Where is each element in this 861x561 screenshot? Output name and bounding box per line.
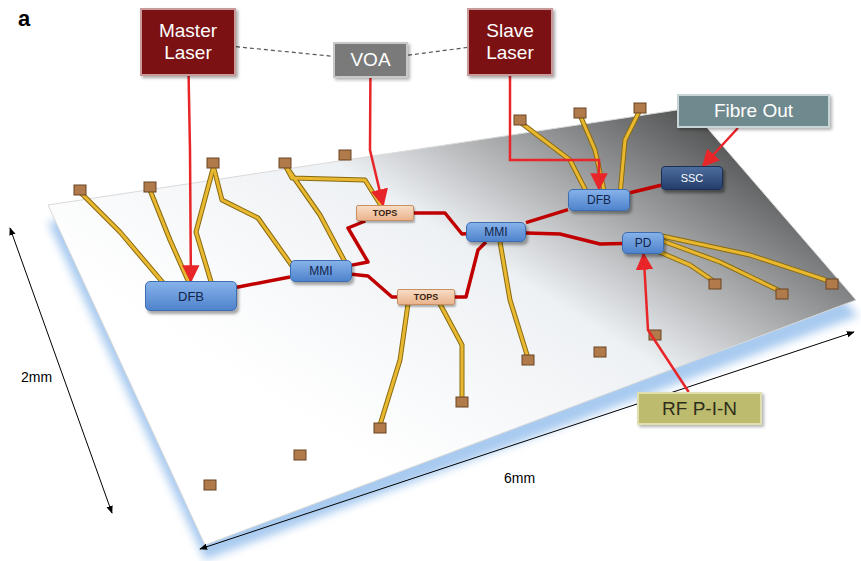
bond-pad — [144, 182, 156, 192]
waveguide — [237, 277, 290, 287]
bond-pad — [207, 158, 219, 168]
dimension-label: 6mm — [503, 470, 536, 486]
node-text: RF P-I-N — [662, 398, 737, 420]
callout-arrow — [189, 76, 191, 281]
waveguide — [348, 221, 368, 265]
node-text: VOA — [350, 49, 390, 71]
bond-pad — [279, 158, 291, 168]
bond-pad — [709, 279, 721, 289]
callout-box: RF P-I-N — [637, 392, 762, 425]
laser-block: DFB — [568, 189, 630, 211]
waveguide — [455, 242, 486, 297]
phase-shifter: TOPS — [356, 205, 414, 221]
callout-arrow — [510, 76, 599, 189]
bond-pad — [522, 355, 534, 365]
node-text: Fibre Out — [714, 100, 793, 122]
chip-substrate — [48, 108, 856, 545]
spot-size-converter: SSC — [661, 166, 723, 190]
panel-letter: a — [18, 6, 30, 32]
phase-shifter: TOPS — [397, 289, 455, 305]
node-text: TOPS — [414, 292, 438, 302]
node-text: Master Laser — [146, 20, 230, 64]
bond-pad — [294, 450, 306, 460]
waveguide — [352, 274, 397, 297]
node-text: PD — [635, 236, 652, 250]
dashed-link — [236, 47, 333, 57]
bond-pad — [594, 347, 606, 357]
bond-wires-highlight — [80, 110, 832, 425]
bond-pad — [776, 289, 788, 299]
bond-pad — [456, 397, 468, 407]
laser-block: DFB — [145, 281, 237, 311]
waveguide — [526, 233, 622, 244]
waveguide — [526, 210, 568, 223]
callout-box: Slave Laser — [467, 8, 553, 76]
waveguide — [630, 185, 661, 192]
callout-arrow — [703, 128, 738, 166]
coupler-block: MMI — [290, 260, 352, 282]
coupler-block: MMI — [466, 222, 526, 242]
callout-arrow — [370, 78, 383, 205]
node-text: SSC — [681, 172, 704, 184]
callout-box: Master Laser — [140, 8, 236, 76]
node-text: TOPS — [373, 208, 397, 218]
waveguide — [414, 213, 466, 234]
callout-box: VOA — [333, 42, 408, 78]
callout-box: Fibre Out — [677, 94, 830, 128]
node-text: DFB — [178, 289, 204, 304]
node-text: MMI — [309, 264, 332, 278]
bond-pad — [374, 423, 386, 433]
dimension-line — [200, 332, 854, 549]
bond-pads — [74, 103, 838, 490]
dimension-label: 2mm — [20, 369, 53, 385]
node-text: MMI — [484, 225, 507, 239]
node-text: Slave Laser — [473, 20, 547, 64]
bond-pad — [574, 108, 586, 118]
callout-arrow — [644, 254, 689, 392]
bond-pad — [634, 103, 646, 113]
bond-pad — [514, 115, 526, 125]
bond-wires — [80, 110, 832, 425]
dimension-line — [10, 228, 112, 513]
bond-pad — [826, 279, 838, 289]
bond-pad — [339, 150, 351, 160]
photodiode-block: PD — [622, 232, 664, 254]
bond-pad — [204, 480, 216, 490]
bond-pad — [74, 185, 86, 195]
node-text: DFB — [587, 193, 611, 207]
dashed-link — [408, 48, 467, 56]
